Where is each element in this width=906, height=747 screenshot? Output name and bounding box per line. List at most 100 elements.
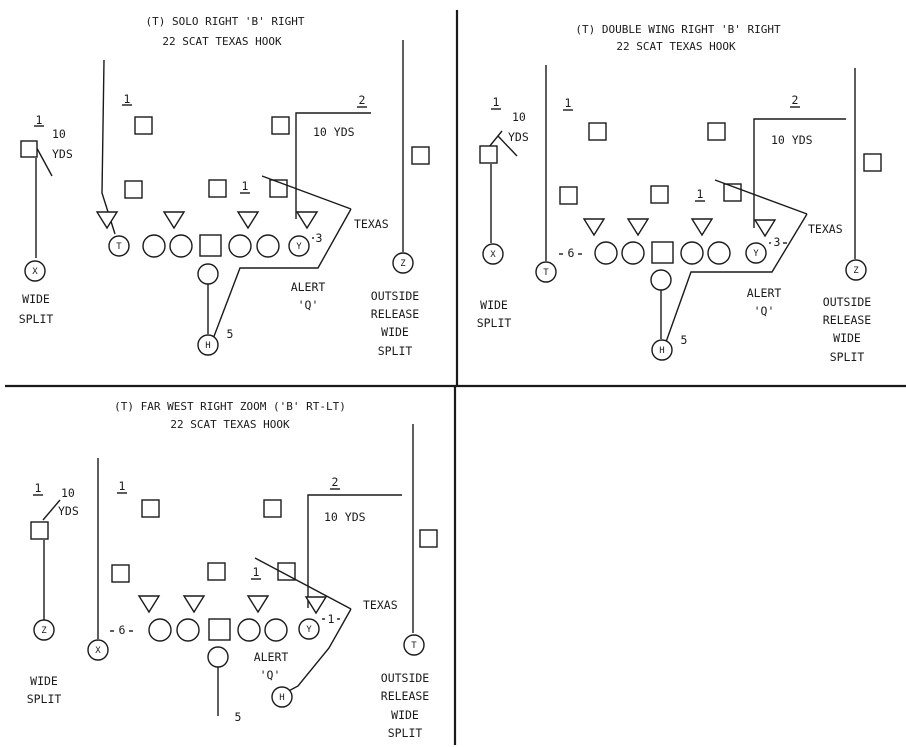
note-split: SPLIT (477, 316, 512, 330)
deep-route-label: 2 (792, 93, 799, 107)
alert-target: 'Q' (298, 298, 319, 312)
defender-square (707, 122, 726, 141)
player-t (535, 261, 557, 283)
alert-label: ALERT (291, 280, 326, 294)
player-h-label: H (205, 341, 210, 351)
play-subtitle: 22 SCAT TEXAS HOOK (170, 418, 290, 431)
defender-triangle (182, 595, 206, 614)
player-z-label: Z (41, 626, 47, 636)
player-h (271, 686, 293, 708)
defender-square (124, 180, 143, 199)
defender-square (479, 145, 498, 164)
linebacker-label: 1 (124, 92, 131, 106)
deep-route-yards: 10 YDS (313, 125, 355, 139)
lineman-circle (228, 234, 252, 258)
note-wide: WIDE (833, 331, 861, 345)
defender-square (277, 562, 296, 581)
split-yards: 10 (52, 127, 66, 141)
deep-route-yards: 10 YDS (324, 510, 366, 524)
alert-target: 'Q' (260, 668, 281, 682)
lineman-circle (169, 234, 193, 258)
defender-triangle (690, 218, 714, 237)
split-label: 1 (35, 481, 42, 495)
play-title: (T) FAR WEST RIGHT ZOOM ('B' RT-LT) (114, 400, 346, 413)
player-x (87, 639, 109, 661)
back-number: 5 (681, 333, 688, 347)
route-number: 3 (774, 235, 781, 249)
defender-square (141, 499, 160, 518)
note-outside: OUTSIDE (823, 295, 872, 309)
player-z (845, 259, 867, 281)
player-x (24, 260, 46, 282)
player-z-label: Z (400, 259, 406, 269)
x-slant-line (488, 130, 503, 148)
wing-number: 6 (119, 623, 126, 637)
note-wide: WIDE (480, 298, 508, 312)
alert-target: 'Q' (754, 304, 775, 318)
note-outside: OUTSIDE (371, 289, 420, 303)
deep-route-yards: 10 YDS (771, 133, 813, 147)
player-y-label: Y (296, 242, 302, 252)
play-subtitle: 22 SCAT TEXAS HOOK (616, 40, 736, 53)
texas-route-line (212, 208, 352, 340)
lineman-circle (264, 618, 288, 642)
texas-label: TEXAS (354, 217, 389, 231)
play-panel-solo-right: (T) SOLO RIGHT 'B' RIGHT 22 SCAT TEXAS H… (19, 15, 430, 358)
mid-label: 1 (242, 179, 249, 193)
player-h-label: H (279, 693, 284, 703)
defender-square (208, 179, 227, 198)
split-yards-unit: YDS (508, 130, 529, 144)
lineman-circle (594, 241, 618, 265)
texas-route-line (665, 213, 808, 343)
split-yards-unit: YDS (58, 504, 79, 518)
note-split: SPLIT (378, 344, 413, 358)
defender-triangle (295, 211, 319, 230)
route-number: 1 (328, 612, 335, 626)
defender-square (271, 116, 290, 135)
play-subtitle: 22 SCAT TEXAS HOOK (162, 35, 282, 48)
defender-triangle (95, 211, 119, 230)
player-x-label: X (95, 646, 101, 656)
player-y (298, 618, 320, 640)
defender-square (111, 564, 130, 583)
defender-triangle (162, 211, 186, 230)
texas-route-line (282, 608, 352, 695)
note-wide: WIDE (30, 674, 58, 688)
texas-label: TEXAS (808, 222, 843, 236)
player-z (33, 619, 55, 641)
note-release: RELEASE (823, 313, 872, 327)
deep-route-label: 2 (332, 475, 339, 489)
defender-square (134, 116, 153, 135)
player-h-label: H (659, 346, 664, 356)
alert-label: ALERT (254, 650, 289, 664)
lineman-circle (256, 234, 280, 258)
player-t-label: T (543, 268, 549, 278)
split-label: 1 (36, 113, 43, 127)
lineman-circle (237, 618, 261, 642)
mid-label: 1 (697, 187, 704, 201)
play-title: (T) DOUBLE WING RIGHT 'B' RIGHT (575, 23, 781, 36)
note-split: SPLIT (830, 350, 865, 364)
linebacker-label: 1 (565, 96, 572, 110)
wing-number: 6 (568, 246, 575, 260)
player-t (403, 634, 425, 656)
back-number: 5 (235, 710, 242, 724)
lineman-circle (148, 618, 172, 642)
defender-square (207, 562, 226, 581)
player-y (288, 235, 310, 257)
note-outside: OUTSIDE (381, 671, 430, 685)
lineman-circle (142, 234, 166, 258)
player-z (392, 252, 414, 274)
note-wide: WIDE (22, 292, 50, 306)
quarterback-circle (197, 263, 219, 285)
player-y-label: Y (306, 625, 312, 635)
back-number: 5 (227, 327, 234, 341)
note-release: RELEASE (381, 689, 430, 703)
z-slant-line (42, 499, 61, 521)
center-square (651, 241, 674, 264)
alert-label: ALERT (747, 286, 782, 300)
mid-label: 1 (253, 565, 260, 579)
player-x-label: X (32, 267, 38, 277)
split-yards: 10 (61, 486, 75, 500)
player-h (197, 334, 219, 356)
